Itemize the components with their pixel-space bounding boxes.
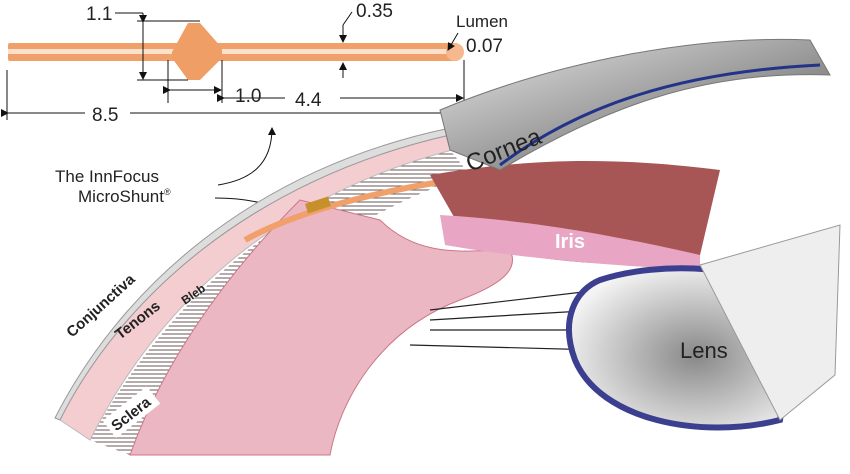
lens-label: Lens [680, 338, 728, 363]
device-caption-line2: MicroShunt® [78, 187, 171, 206]
shunt-tip [446, 43, 464, 61]
lumen-diameter-label: 0.07 [466, 36, 503, 57]
distal-length-label: 4.4 [295, 90, 322, 111]
shunt-schematic: 1.1 0.35 Lumen 0.07 1.0 4.4 8.5 [1, 1, 508, 216]
lumen-label: Lumen [456, 12, 508, 31]
total-length-label: 8.5 [92, 105, 118, 126]
tube-diameter-label: 0.35 [356, 1, 393, 22]
bulb-height-label: 1.1 [86, 4, 112, 25]
shunt-fin [172, 23, 222, 80]
bulb-width-label: 1.0 [235, 86, 261, 107]
device-caption-line1: The InnFocus [55, 167, 159, 186]
eye-anatomy [54, 38, 841, 456]
iris-label: Iris [555, 231, 585, 253]
